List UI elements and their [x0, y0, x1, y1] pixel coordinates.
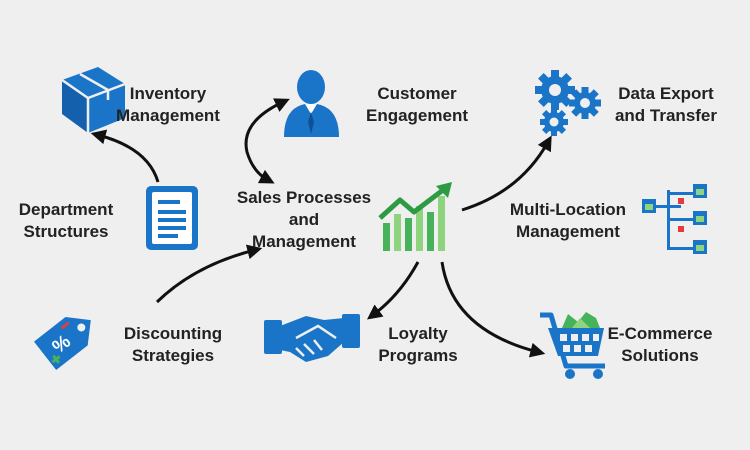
inventory-management-label: Inventory Management	[110, 83, 226, 127]
sales-processes-label: Sales Processes and Management	[232, 187, 376, 253]
customer-label-line-1: Customer	[377, 84, 457, 103]
sales-label-line-1: Sales Processes	[236, 188, 372, 207]
multi-location-label-line-1: Multi-Location	[509, 200, 627, 219]
data-export-label-line-2: and Transfer	[614, 106, 718, 125]
shopping-cart-icon	[540, 312, 605, 379]
growth-chart-icon	[378, 182, 452, 251]
sales-label-line-3: Management	[252, 232, 356, 251]
ecommerce-label-line-1: E-Commerce	[607, 324, 713, 343]
ecommerce-label-line-2: Solutions	[621, 346, 699, 365]
department-label-line-1: Department	[18, 200, 114, 219]
sales-label-line-2: and	[288, 210, 320, 229]
department-label-line-2: Structures	[23, 222, 109, 241]
loyalty-label-line-1: Loyalty	[388, 324, 448, 343]
inventory-label-line-1: Inventory	[129, 84, 207, 103]
data-export-label: Data Export and Transfer	[604, 83, 728, 127]
loyalty-programs-label: Loyalty Programs	[364, 323, 472, 367]
multi-location-label-line-2: Management	[516, 222, 620, 241]
customer-engagement-label: Customer Engagement	[357, 83, 477, 127]
arrow-customer-to-sales	[244, 98, 290, 184]
person-icon	[284, 70, 339, 137]
discounting-label-line-2: Strategies	[131, 346, 215, 365]
arrow-department-to-inventory	[90, 129, 160, 183]
discounting-label-line-1: Discounting	[123, 324, 223, 343]
arrow-sales-to-data-export	[461, 135, 552, 212]
inventory-label-line-2: Management	[116, 106, 220, 125]
multi-location-label: Multi-Location Management	[500, 199, 636, 243]
gears-icon	[535, 70, 601, 136]
discounting-strategies-label: Discounting Strategies	[114, 323, 232, 367]
document-icon	[146, 186, 198, 250]
discount-tag-icon: %	[34, 316, 91, 370]
store-network-icon	[642, 184, 707, 254]
loyalty-label-line-2: Programs	[378, 346, 458, 365]
department-structures-label: Department Structures	[8, 199, 124, 243]
arrow-discounting-to-sales	[155, 244, 263, 304]
handshake-icon	[264, 314, 360, 362]
box-icon	[61, 67, 126, 133]
ecommerce-solutions-label: E-Commerce Solutions	[600, 323, 720, 367]
customer-label-line-2: Engagement	[365, 106, 469, 125]
arrow-sales-to-ecommerce	[440, 261, 546, 358]
arrow-sales-to-loyalty	[366, 261, 420, 320]
data-export-label-line-1: Data Export	[618, 84, 714, 103]
